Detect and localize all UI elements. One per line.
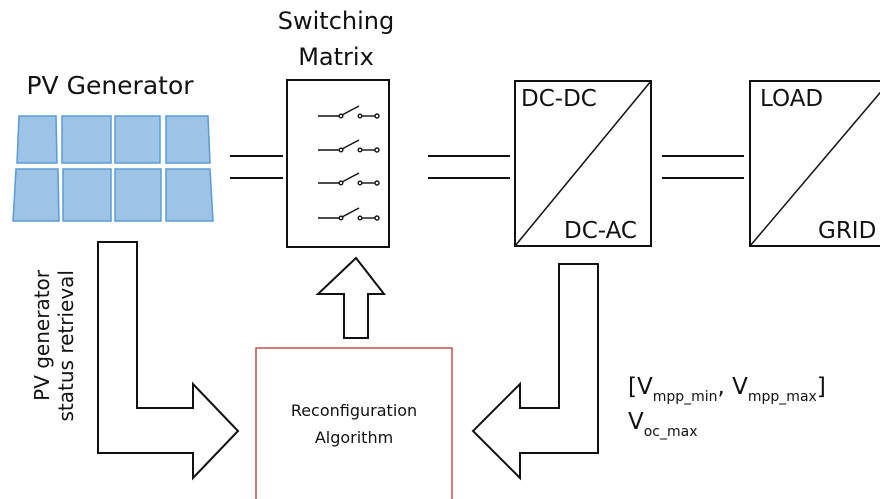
pv-cell xyxy=(61,115,112,164)
arrow-converter-to-algorithm xyxy=(471,263,599,481)
voc-v: V xyxy=(628,409,644,435)
mpp-min-subscript: mpp_min xyxy=(653,389,718,405)
algorithm-label-line1: Reconfiguration xyxy=(291,401,417,420)
voc-max-label: Voc_max xyxy=(628,409,698,440)
pv-cell xyxy=(165,168,214,222)
switching-matrix-title-line1: Switching xyxy=(278,7,394,35)
mpp-close: ] xyxy=(817,374,826,400)
mpp-max-subscript: mpp_max xyxy=(748,389,817,405)
pv-generator-panel-array xyxy=(12,115,214,222)
switch-icon xyxy=(318,139,380,153)
pv-cell xyxy=(114,115,161,164)
voc-subscript: oc_max xyxy=(644,424,698,440)
switching-matrix-box xyxy=(286,79,390,248)
pv-cell xyxy=(16,115,58,164)
connection-converter-to-load xyxy=(662,155,744,179)
mpp-open: [V xyxy=(628,374,653,400)
arrow-up-to-matrix xyxy=(315,256,387,339)
algorithm-label-line2: Algorithm xyxy=(315,428,393,447)
pv-cell xyxy=(165,115,211,164)
arrow-pv-to-algorithm xyxy=(97,241,240,481)
pv-cell xyxy=(114,168,162,222)
switch-icon xyxy=(318,172,380,186)
converter-top-label: DC-DC xyxy=(521,86,597,112)
switch-icon xyxy=(318,105,380,119)
feedback-label-line2: status retrieval xyxy=(54,270,78,421)
pv-cell xyxy=(62,168,112,222)
switching-matrix-title-line2: Matrix xyxy=(298,43,374,71)
algorithm-box xyxy=(255,347,453,499)
pv-generator-title: PV Generator xyxy=(26,71,194,100)
load-grid-diagonal xyxy=(749,91,880,247)
mpp-range-label: [Vmpp_min, Vmpp_max] xyxy=(628,374,826,405)
connection-matrix-to-converter xyxy=(428,155,510,179)
feedback-label-line1: PV generator xyxy=(30,269,54,401)
converter-bottom-label: DC-AC xyxy=(564,218,637,244)
grid-label: GRID xyxy=(818,218,876,244)
connection-pv-to-matrix xyxy=(230,155,283,179)
feedback-label: PV generator status retrieval xyxy=(30,269,78,421)
pv-cell xyxy=(12,168,60,222)
converter-diagonal xyxy=(514,80,652,247)
switch-icon xyxy=(318,207,380,221)
switch-symbols xyxy=(318,105,380,221)
load-label: LOAD xyxy=(760,86,823,112)
load-grid-box xyxy=(749,80,880,247)
mpp-comma: , V xyxy=(718,374,749,400)
